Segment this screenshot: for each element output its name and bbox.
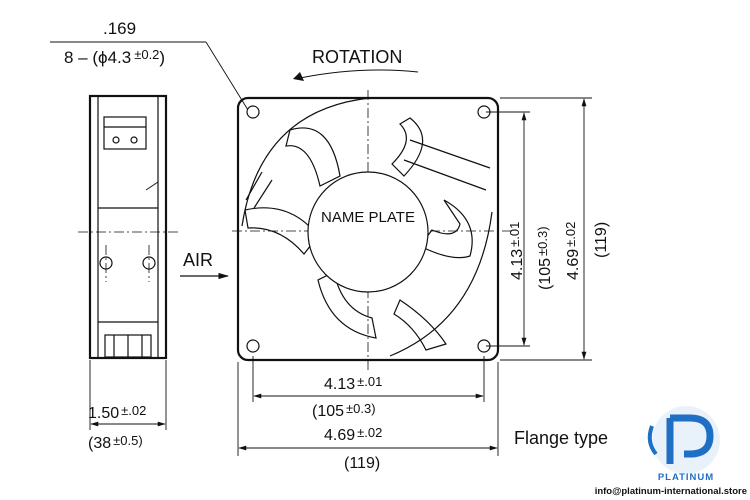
air-indicator: AIR [180, 250, 230, 280]
connector-block [103, 116, 147, 150]
side-frame [88, 94, 168, 360]
side-dim-overall-mm: (119) [593, 222, 610, 258]
mount-hole-icon [246, 339, 260, 353]
fan-blade [317, 271, 377, 339]
depth-dimensions: 1.50±.02 (38±0.5) [88, 360, 167, 452]
hole-spec-label: 8 – (ϕ4.3±0.2) [64, 47, 165, 67]
fan-blade [391, 117, 424, 177]
connector-pin [130, 136, 138, 144]
depth-dim-mm: (38±0.5) [88, 433, 143, 452]
flange-type-label: Flange type [514, 428, 608, 448]
connector-pin [112, 136, 120, 144]
hub-name-plate [307, 171, 429, 293]
bottom-dim-overall-mm: (119) [344, 455, 380, 472]
rotation-label: ROTATION [312, 47, 402, 67]
hole-depth-label: .169 [103, 19, 136, 38]
hole-leader-line [205, 41, 249, 111]
fan-blade [393, 299, 447, 351]
support-strut [403, 139, 491, 191]
platinum-logo: PLATINUM info@platinum-international.sto… [595, 406, 747, 497]
fan-blade [419, 199, 473, 259]
bottom-dimensions: 4.13±.01 (105±0.3) 4.69±.02 (119) [237, 356, 499, 472]
fan-front-view: NAME PLATE [232, 90, 512, 372]
fan-blade [285, 127, 341, 187]
brand-name: PLATINUM [658, 472, 714, 483]
bottom-dim-hole-spacing-inch: 4.13±.01 [324, 374, 382, 393]
bottom-dim-overall-inch: 4.69±.02 [324, 425, 382, 444]
hole-note: .169 8 – (ϕ4.3±0.2) [50, 19, 249, 111]
support-strut [245, 171, 273, 209]
depth-dim-inch: 1.50±.02 [88, 403, 146, 422]
side-dim-hole-spacing-inch: 4.13±.01 [507, 222, 526, 280]
rotation-arc-icon [299, 69, 419, 79]
rotation-indicator: ROTATION [293, 47, 419, 81]
logo-swoosh-icon [647, 425, 658, 456]
venturi-curve [241, 97, 371, 227]
fan-side-view [78, 94, 178, 360]
rotation-arrowhead-icon [293, 72, 304, 81]
venturi-curve [389, 211, 493, 357]
side-dim-overall-inch: 4.69±.02 [563, 222, 582, 280]
mount-hole-icon [246, 105, 260, 119]
vertical-dimensions: 4.13±.01 (105±0.3) 4.69±.02 (119) [486, 97, 610, 361]
bottom-dim-hole-spacing-mm: (105±0.3) [312, 401, 376, 420]
logo-bowl-icon [670, 414, 714, 458]
side-guard-line [145, 181, 159, 191]
side-dim-hole-spacing-mm: (105±0.3) [535, 226, 554, 290]
name-plate-label: NAME PLATE [321, 209, 415, 226]
air-label: AIR [183, 250, 213, 270]
brand-email: info@platinum-international.store [595, 486, 747, 497]
